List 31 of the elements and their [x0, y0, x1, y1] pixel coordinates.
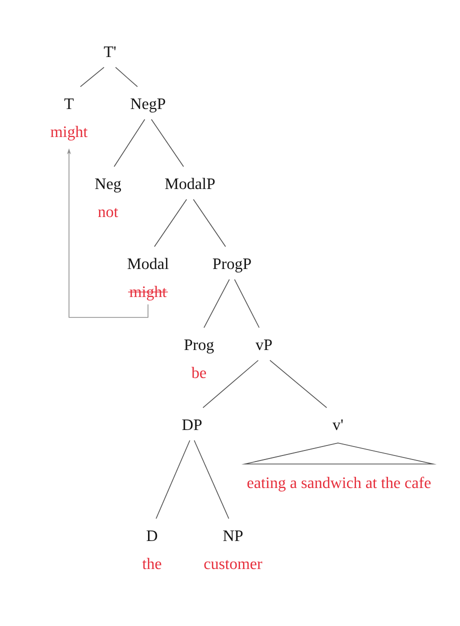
branch-line: [192, 198, 226, 248]
category-label: ModalP: [165, 178, 215, 190]
branch-line: [234, 279, 260, 328]
branch-line: [194, 440, 230, 520]
category-label: ProgP: [212, 258, 251, 272]
category-label: NP: [223, 530, 243, 541]
category-label: Modal: [128, 258, 169, 270]
branch-line: [80, 66, 104, 88]
category-label: Prog: [184, 340, 214, 354]
category-label: v': [332, 420, 343, 430]
word-label: customer: [204, 560, 262, 570]
category-label: DP: [182, 420, 202, 430]
branch-line: [114, 119, 146, 168]
category-label: T': [104, 46, 116, 57]
branch-line: [270, 360, 328, 408]
branch-line: [154, 198, 188, 248]
word-label: the: [142, 558, 162, 570]
word-label: might: [50, 126, 88, 140]
phrase-label: eating a sandwich at the cafe: [247, 476, 431, 492]
category-label: T: [64, 98, 74, 109]
branch-line: [150, 118, 184, 168]
category-label: vP: [256, 340, 272, 350]
branch-line: [115, 66, 138, 88]
word-label: be: [191, 366, 206, 378]
branch-line: [156, 440, 190, 520]
category-label: NegP: [130, 98, 166, 112]
category-label: D: [146, 530, 158, 542]
word-label: not: [98, 208, 118, 218]
branch-line: [202, 360, 259, 408]
branch-line: [204, 278, 230, 328]
category-label: Neg: [95, 178, 122, 192]
